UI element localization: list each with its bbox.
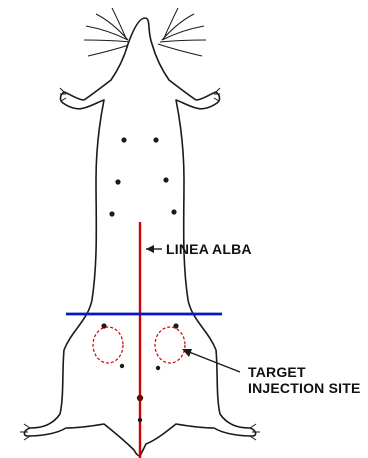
linea-alba-label: LINEA ALBA <box>166 241 252 257</box>
genital-marker <box>137 395 143 401</box>
target-label-line1: TARGET <box>248 364 360 380</box>
anus-marker <box>138 418 142 422</box>
target-injection-site-label: TARGET INJECTION SITE <box>248 364 360 396</box>
target-label-line2: INJECTION SITE <box>248 380 360 396</box>
